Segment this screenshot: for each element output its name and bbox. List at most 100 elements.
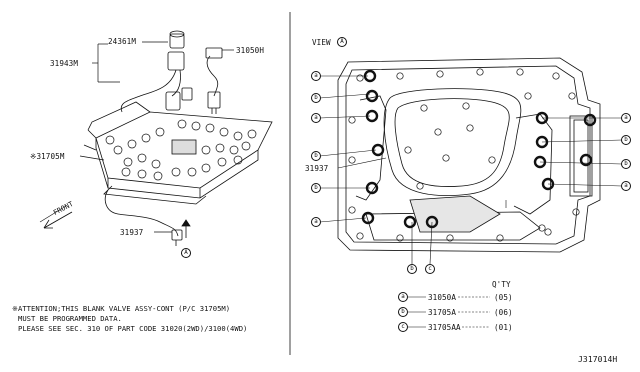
callout-b: b xyxy=(311,183,321,193)
attention-note: PLEASE SEE SEC. 310 OF PART CODE 31020(2… xyxy=(18,324,248,333)
solenoid-ring xyxy=(365,89,379,103)
bore xyxy=(105,135,115,145)
valve-body-bores xyxy=(105,119,257,181)
bore xyxy=(121,167,131,177)
case-bolt xyxy=(568,92,576,100)
case-bolt xyxy=(416,182,424,190)
callout-b: b xyxy=(407,264,417,274)
case-bolt xyxy=(420,104,428,112)
case-bolt xyxy=(404,146,412,154)
bore xyxy=(123,157,133,167)
bore xyxy=(137,169,147,179)
view-label-ref: A xyxy=(337,37,347,47)
solenoid-ring xyxy=(579,153,593,167)
callout-a: a xyxy=(621,181,631,191)
solenoid-ring xyxy=(371,143,385,157)
bore xyxy=(187,167,197,177)
callout-a: a xyxy=(311,71,321,81)
view-arrow xyxy=(181,219,191,238)
bore xyxy=(229,145,239,155)
case-bolt xyxy=(524,92,532,100)
part-label-31050h: 31050H xyxy=(236,46,265,55)
bore xyxy=(155,127,165,137)
case-bolt xyxy=(488,156,496,164)
qty-dashes xyxy=(408,296,490,328)
bore xyxy=(201,163,211,173)
bore xyxy=(151,159,161,169)
qty-row-ref: b xyxy=(398,307,408,317)
callout-a: a xyxy=(311,217,321,227)
bore xyxy=(171,167,181,177)
case-bolt xyxy=(516,68,524,76)
qty-header: Q'TY xyxy=(492,280,511,289)
bore xyxy=(153,171,163,181)
bore xyxy=(233,155,243,165)
qty-row-qty: (05) xyxy=(494,293,513,302)
view-label: VIEW xyxy=(312,38,331,47)
bore xyxy=(241,141,251,151)
qty-row-qty: (01) xyxy=(494,323,513,332)
bore xyxy=(113,145,123,155)
qty-row-part: 31705AA xyxy=(428,323,461,332)
bore xyxy=(191,121,201,131)
callout-b: b xyxy=(621,135,631,145)
qty-row-part: 31705A xyxy=(428,308,457,317)
attention-note: ※ATTENTION;THIS BLANK VALVE ASSY-CONT (P… xyxy=(12,304,231,313)
case-bolt xyxy=(572,208,580,216)
bore xyxy=(219,127,229,137)
qty-row-ref: a xyxy=(398,292,408,302)
part-label-31943m: 31943M xyxy=(50,59,79,68)
bore xyxy=(141,133,151,143)
part-label-31937-right: 31937 xyxy=(305,164,329,173)
case-bolt xyxy=(442,154,450,162)
bore xyxy=(127,139,137,149)
solenoid-ring xyxy=(403,215,417,229)
view-ref-callout: A xyxy=(181,248,191,258)
case-bolt xyxy=(348,116,356,124)
case-bolt xyxy=(552,72,560,80)
case-bolt xyxy=(446,234,454,242)
qty-row-ref: c xyxy=(398,322,408,332)
case-bolt xyxy=(544,228,552,236)
qty-row-part: 31050A xyxy=(428,293,457,302)
part-label-31937: 31937 xyxy=(120,228,144,237)
attention-note: MUST BE PROGRAMMED DATA. xyxy=(18,314,122,323)
part-label-31705m: ※31705M xyxy=(30,152,65,161)
case-bolt xyxy=(396,72,404,80)
right-leaders xyxy=(319,75,623,265)
case-bolt xyxy=(434,128,442,136)
case-bolt xyxy=(356,74,364,82)
front-arrow xyxy=(39,205,73,229)
qty-row-qty: (06) xyxy=(494,308,513,317)
case-bolt xyxy=(396,234,404,242)
case-bolt xyxy=(436,70,444,78)
callout-a: a xyxy=(621,113,631,123)
callout-b: b xyxy=(311,93,321,103)
bore xyxy=(137,153,147,163)
bore xyxy=(177,119,187,129)
left-leaders xyxy=(79,41,234,233)
solenoid-ring xyxy=(583,113,597,127)
callout-b: b xyxy=(621,159,631,169)
harness-assembly xyxy=(120,30,223,114)
case-bolts xyxy=(348,68,580,242)
case-bolt xyxy=(462,102,470,110)
part-label-24361m: 24361M xyxy=(108,37,137,46)
case-bolt xyxy=(476,68,484,76)
valve-body xyxy=(83,101,273,205)
case-bolt xyxy=(348,206,356,214)
case-bolt xyxy=(356,232,364,240)
bore xyxy=(217,157,227,167)
case-bolt xyxy=(466,124,474,132)
diagram-code: J317014H xyxy=(578,355,618,364)
bore xyxy=(233,131,243,141)
bore xyxy=(201,145,211,155)
bore xyxy=(205,123,215,133)
case-bolt xyxy=(538,224,546,232)
temperature-sensor xyxy=(104,189,183,246)
bore xyxy=(247,129,257,139)
callout-b: b xyxy=(311,151,321,161)
bore xyxy=(215,143,225,153)
